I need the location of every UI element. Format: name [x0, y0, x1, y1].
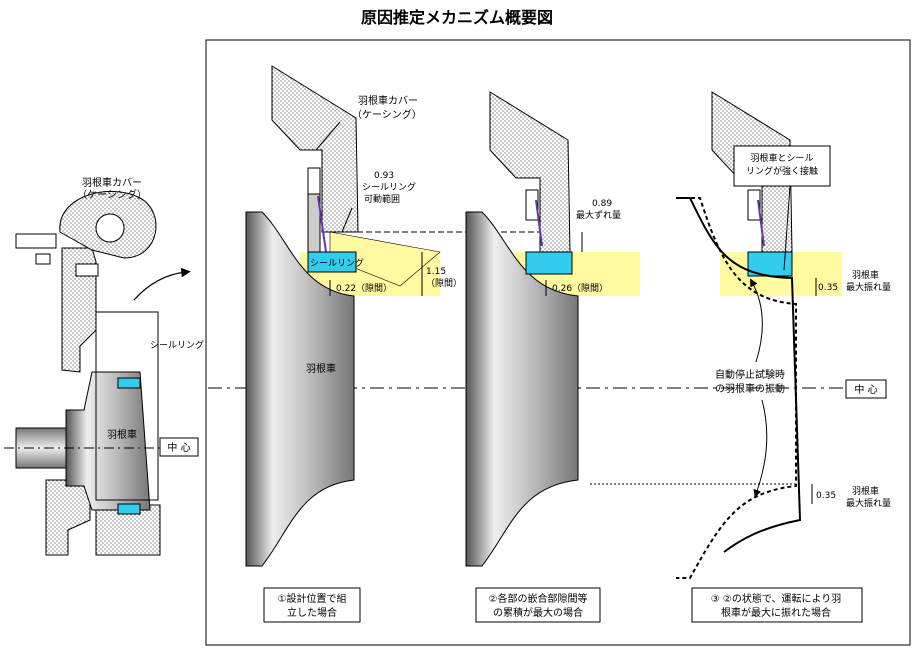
caption-2b: の累積が最大の場合: [493, 606, 583, 619]
contact-note-b: リングが強く接触: [746, 165, 818, 177]
center-label-right: 中 心: [854, 383, 877, 396]
gap2-label-1: （隙間）: [426, 277, 462, 289]
cover-label-left: 羽根車カバー: [82, 176, 142, 189]
runout-label-1b: 最大振れ量: [846, 281, 891, 293]
runout-label-2b: 最大振れ量: [846, 497, 891, 509]
overview-figure: 中 心 羽根車カバー （ケーシング） シールリング 羽根車: [4, 176, 204, 556]
panel-2: 0.89 最大ずれ量 0.26（隙間） ②各部の嵌合部隙間等 の累積が最大の場合: [465, 91, 621, 623]
caption-1a: ①設計位置で組: [278, 592, 347, 605]
seal-label-1: シールリング: [310, 257, 364, 269]
caption-3a: ③ ②の状態で、運転により羽: [711, 592, 842, 605]
casing-1: [271, 65, 359, 233]
impeller-outline-solid: [676, 197, 802, 553]
seal-small-bottom: [117, 503, 141, 515]
range-value-1: 0.93: [374, 171, 394, 181]
cover-sub-left: （ケーシング）: [77, 188, 147, 201]
range-label-1b: 可動範囲: [364, 193, 400, 205]
runout-label-1a: 羽根車: [852, 269, 879, 281]
seal-ring-1: [307, 251, 357, 273]
seal-label-left: シールリング: [150, 339, 204, 351]
impeller-small: [65, 371, 151, 511]
runout-value-1: 0.35: [818, 283, 838, 293]
casing-2: [489, 91, 571, 253]
cover-label-1: 羽根車カバー: [358, 94, 418, 107]
panel-3: 羽根車とシール リングが強く接触 0.35 羽根車 最大振れ量 0.35 羽根車…: [590, 91, 891, 623]
seal-small-top: [117, 377, 141, 389]
runout-value-2: 0.35: [816, 491, 836, 501]
caption-2a: ②各部の嵌合部隙間等: [489, 592, 588, 605]
impeller-outline-dashed: [676, 197, 797, 579]
runout-label-2a: 羽根車: [852, 485, 879, 497]
impeller-label-left: 羽根車: [107, 428, 137, 441]
panel-1: シールリング 0.93 シールリング 可動範囲 1.15 （隙間） 0.22（隙…: [245, 65, 550, 623]
gap2-value-1: 1.15: [426, 267, 446, 277]
gap-value-2: 0.26（隙間）: [552, 282, 608, 294]
shift-value-2: 0.89: [592, 199, 612, 209]
impeller-label-1: 羽根車: [306, 362, 336, 375]
gap-value-1: 0.22（隙間）: [336, 282, 392, 294]
seal-ring-2: [525, 251, 573, 275]
shift-label-2: 最大ずれ量: [576, 209, 621, 221]
range-label-1a: シールリング: [362, 181, 416, 193]
impeller-1: [245, 211, 355, 567]
vibration-label-a: 自動停止試験時: [715, 368, 785, 381]
caption-1b: 立した場合: [287, 606, 337, 619]
center-box: [159, 437, 199, 457]
page-title: 原因推定メカニズム概要図: [360, 8, 553, 27]
casing-lower: [45, 479, 91, 556]
contact-note-a: 羽根車とシール: [750, 152, 813, 164]
vibration-label-b: の羽根車の振動: [715, 382, 785, 395]
cover-sub-1: （ケーシング）: [352, 108, 422, 121]
center-label-left: 中 心: [167, 441, 190, 454]
bolt: [15, 233, 57, 249]
caption-3b: 根車が最大に振れた場合: [721, 606, 831, 619]
impeller-2: [465, 211, 579, 567]
main-frame: [205, 39, 911, 646]
